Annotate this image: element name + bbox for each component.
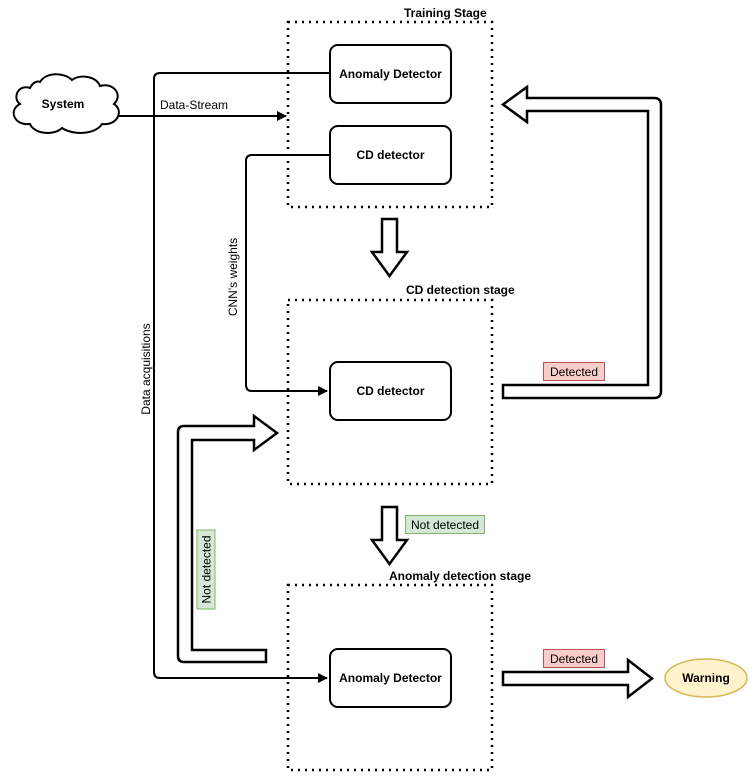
cd-detected-badge: Detected [543,362,605,381]
anomaly-not-detected-badge: Not detected [196,529,216,610]
cnn-weights-label: CNN's weights [226,237,240,317]
cd-detected-loop-block-arrow [500,84,663,400]
system-cloud-shape [12,73,120,134]
cd-detection-stage-title: CD detection stage [406,283,515,297]
cd-detector-box: CD detector [329,361,452,421]
data-acquisitions-arrow [153,72,330,683]
warning-node: Warning [682,671,730,685]
training-stage-title: Training Stage [404,6,487,20]
anomaly-detected-badge: Detected [543,649,605,668]
cd-detector-training-box: CD detector [329,125,452,185]
anomaly-detector-training-box: Anomaly Detector [329,44,452,104]
cd-detection-stage-container [286,298,494,486]
training-to-cd-block-arrow [369,217,410,279]
anomaly-detection-stage-title: Anomaly detection stage [389,569,532,583]
anomaly-detection-stage-container [286,583,494,772]
system-node: System [41,97,85,111]
warning-ellipse-shape [664,658,748,698]
data-acquisitions-label: Data acquisitions [139,323,153,415]
cnn-weights-arrow [245,154,330,396]
training-stage-container [286,20,494,209]
anomaly-not-detected-loop-block-arrow [176,413,280,664]
anomaly-detector-box: Anomaly Detector [329,648,452,708]
cd-not-detected-badge: Not detected [405,515,485,534]
cd-to-anomaly-block-arrow [369,505,410,567]
anomaly-detected-block-arrow [501,657,655,700]
data-stream-label: Data-Stream [160,98,229,112]
